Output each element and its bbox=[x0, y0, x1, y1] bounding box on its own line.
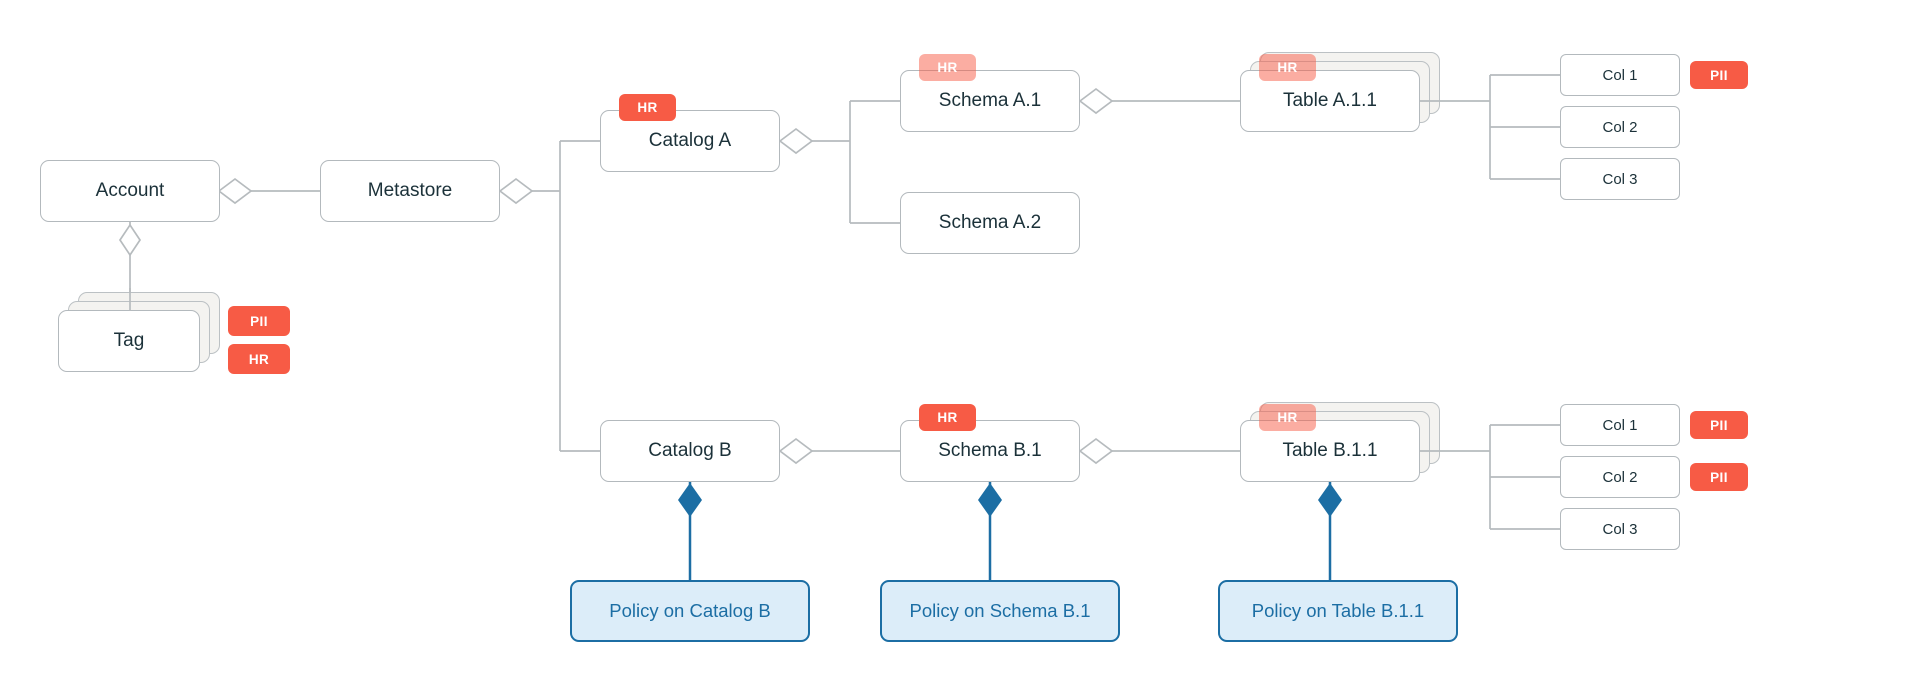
relationship-diamond-catalog-a bbox=[778, 127, 814, 155]
node-col-b3: Col 3 bbox=[1560, 508, 1680, 550]
hr-badge-table-a11: HR bbox=[1259, 54, 1316, 81]
node-catalog-a: HR Catalog A bbox=[600, 94, 780, 172]
hr-badge-schema-b1: HR bbox=[919, 404, 976, 431]
node-metastore-label: Metastore bbox=[367, 180, 453, 201]
node-table-b11: HR Table B.1.1 bbox=[1240, 404, 1420, 482]
node-table-a11-label: Table A.1.1 bbox=[1282, 90, 1378, 111]
node-catalog-b-label: Catalog B bbox=[648, 440, 732, 461]
node-col-a3-label: Col 3 bbox=[1602, 170, 1638, 188]
policy-diamond-table-b11 bbox=[1318, 483, 1342, 517]
node-col-a2-label: Col 2 bbox=[1602, 118, 1638, 136]
node-table-a11: HR Table A.1.1 bbox=[1240, 54, 1420, 132]
relationship-diamond-account bbox=[217, 177, 253, 205]
node-tag: Tag bbox=[58, 310, 200, 372]
node-col-a1: Col 1 bbox=[1560, 54, 1680, 96]
node-account: Account bbox=[40, 160, 220, 222]
hr-badge-tag: HR bbox=[228, 344, 290, 374]
relationship-diamond-metastore bbox=[498, 177, 534, 205]
hr-badge-schema-a1: HR bbox=[919, 54, 976, 81]
node-col-b3-label: Col 3 bbox=[1602, 520, 1638, 538]
node-col-b2-label: Col 2 bbox=[1602, 468, 1638, 486]
node-col-a2: Col 2 bbox=[1560, 106, 1680, 148]
node-schema-a1: HR Schema A.1 bbox=[900, 54, 1080, 132]
node-schema-a2-label: Schema A.2 bbox=[938, 212, 1042, 233]
pii-badge-col-b1: PII bbox=[1690, 411, 1748, 439]
node-schema-a2: Schema A.2 bbox=[900, 192, 1080, 254]
pii-badge-col-a1: PII bbox=[1690, 61, 1748, 89]
relationship-diamond-account-tag bbox=[118, 223, 142, 257]
policy-diamond-schema-b1 bbox=[978, 483, 1002, 517]
node-tag-label: Tag bbox=[113, 330, 145, 351]
node-col-b2: Col 2 bbox=[1560, 456, 1680, 498]
node-catalog-b: Catalog B bbox=[600, 420, 780, 482]
connector-tableb11-columns bbox=[1489, 424, 1560, 530]
policy-table-b11-label: Policy on Table B.1.1 bbox=[1251, 600, 1425, 621]
policy-table-b11: Policy on Table B.1.1 bbox=[1218, 580, 1458, 642]
node-metastore: Metastore bbox=[320, 160, 500, 222]
relationship-diamond-schema-b1 bbox=[1078, 437, 1114, 465]
node-col-a1-label: Col 1 bbox=[1602, 66, 1638, 84]
node-table-b11-label: Table B.1.1 bbox=[1282, 440, 1378, 461]
node-col-b1-label: Col 1 bbox=[1602, 416, 1638, 434]
policy-schema-b1: Policy on Schema B.1 bbox=[880, 580, 1120, 642]
pii-badge-col-b2: PII bbox=[1690, 463, 1748, 491]
relationship-diamond-catalog-b bbox=[778, 437, 814, 465]
hr-badge-table-b11: HR bbox=[1259, 404, 1316, 431]
node-col-a3: Col 3 bbox=[1560, 158, 1680, 200]
node-schema-a1-label: Schema A.1 bbox=[938, 90, 1042, 111]
policy-catalog-b-label: Policy on Catalog B bbox=[609, 600, 771, 621]
relationship-diamond-schema-a1 bbox=[1078, 87, 1114, 115]
node-col-b1: Col 1 bbox=[1560, 404, 1680, 446]
connector-tablea11-columns bbox=[1489, 74, 1560, 180]
node-schema-b1: HR Schema B.1 bbox=[900, 404, 1080, 482]
node-schema-b1-label: Schema B.1 bbox=[938, 440, 1042, 461]
policy-catalog-b: Policy on Catalog B bbox=[570, 580, 810, 642]
pii-badge-tag: PII bbox=[228, 306, 290, 336]
connector-cataloga-schemas bbox=[780, 100, 900, 224]
policy-schema-b1-label: Policy on Schema B.1 bbox=[909, 600, 1091, 621]
hr-badge-catalog-a: HR bbox=[619, 94, 676, 121]
node-account-label: Account bbox=[95, 180, 165, 201]
policy-diamond-catalog-b bbox=[678, 483, 702, 517]
node-catalog-a-label: Catalog A bbox=[648, 130, 732, 151]
